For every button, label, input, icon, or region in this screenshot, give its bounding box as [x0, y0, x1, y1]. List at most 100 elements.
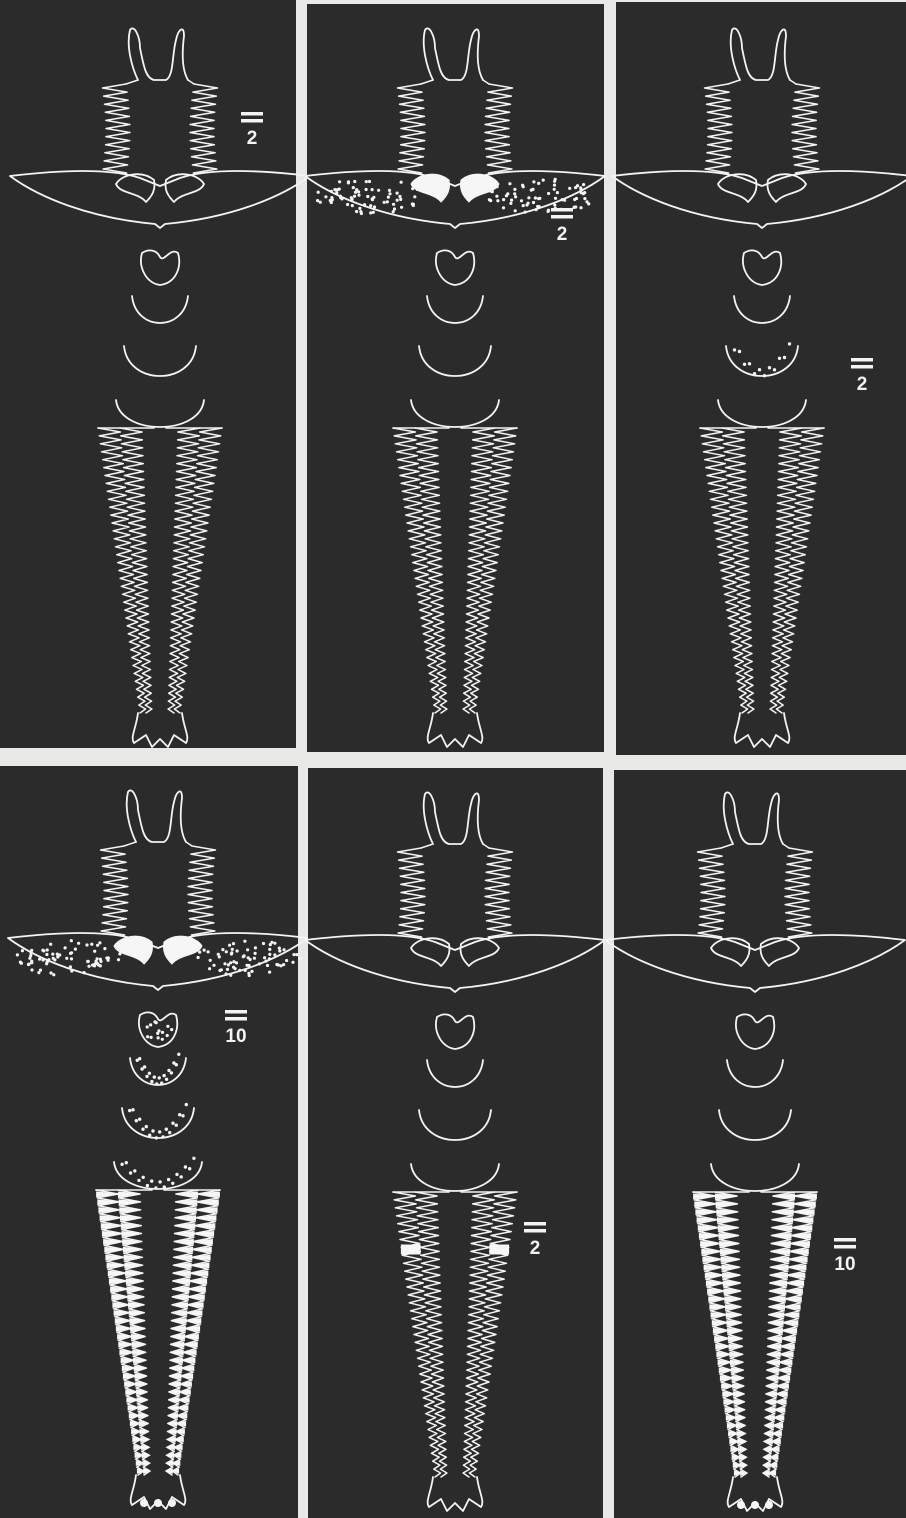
stipple-dot: [366, 195, 369, 198]
stipple-dot: [27, 963, 30, 966]
stipple-dot: [158, 1076, 161, 1079]
stipple-dot: [229, 974, 232, 977]
stipple-dot: [232, 966, 235, 969]
stipple-dot: [146, 1025, 149, 1028]
stipple-dot: [534, 196, 537, 199]
stipple-dot: [154, 1186, 157, 1189]
stipple-dot: [368, 180, 371, 183]
stipple-dot: [553, 204, 556, 207]
stipple-dot: [197, 956, 200, 959]
stipple-dot: [509, 202, 512, 205]
stipple-dot: [209, 959, 212, 962]
stipple-dot: [254, 946, 257, 949]
panel-top-middle: 2: [305, 4, 605, 752]
stipple-dot: [49, 943, 52, 946]
stipple-dot: [583, 197, 586, 200]
stipple-dot: [148, 1134, 151, 1137]
stipple-dot: [146, 1035, 149, 1038]
scale-bar: [241, 119, 263, 123]
stipple-dot: [542, 179, 545, 182]
stipple-dot: [354, 191, 357, 194]
stipple-dot: [162, 1074, 165, 1077]
stipple-dot: [143, 1065, 146, 1068]
stipple-dot: [753, 372, 756, 375]
stipple-dot: [120, 1163, 123, 1166]
stipple-dot: [250, 970, 253, 973]
stipple-dot: [399, 198, 402, 201]
stipple-dot: [235, 961, 238, 964]
stipple-dot: [171, 1122, 174, 1125]
stipple-dot: [77, 942, 80, 945]
stipple-dot: [99, 958, 102, 961]
stipple-dot: [733, 348, 736, 351]
stipple-dot: [58, 953, 61, 956]
stipple-dot: [268, 957, 271, 960]
stipple-dot: [514, 195, 517, 198]
stipple-dot: [510, 199, 513, 202]
stipple-dot: [398, 195, 401, 198]
stipple-dot: [170, 1071, 173, 1074]
stipple-dot: [324, 195, 327, 198]
stipple-dot: [508, 182, 511, 185]
stipple-dot: [273, 942, 276, 945]
stipple-dot: [273, 953, 276, 956]
stipple-dot: [64, 946, 67, 949]
stipple-dot: [135, 1119, 138, 1122]
stipple-dot: [387, 196, 390, 199]
stipple-dot: [70, 969, 73, 972]
stipple-dot: [585, 200, 588, 203]
scale-bar: [241, 112, 263, 116]
stipple-dot: [282, 948, 285, 951]
stipple-dot: [319, 201, 322, 204]
stipple-dot: [535, 208, 538, 211]
stipple-dot: [505, 194, 508, 197]
stipple-dot: [574, 186, 577, 189]
stipple-dot: [170, 1028, 173, 1031]
stipple-dot: [502, 206, 505, 209]
stipple-dot: [365, 188, 368, 191]
stipple-dot: [579, 206, 582, 209]
stipple-dot: [156, 1032, 159, 1035]
stipple-dot: [295, 953, 298, 956]
stipple-dot: [278, 949, 281, 952]
stipple-dot: [146, 1184, 149, 1187]
stipple-dot: [39, 969, 42, 972]
panel-bottom-middle: 2: [305, 768, 605, 1518]
scale-bar: [551, 208, 573, 212]
stipple-dot: [488, 198, 491, 201]
stipple-dot: [228, 944, 231, 947]
stipple-dot: [167, 1178, 170, 1181]
stipple-dot: [225, 972, 228, 975]
stipple-dot: [208, 967, 211, 970]
stipple-dot: [157, 1036, 160, 1039]
stipple-dot: [138, 1118, 141, 1121]
stipple-dot: [536, 205, 539, 208]
stipple-dot: [285, 959, 288, 962]
stipple-dot: [142, 1176, 145, 1179]
stipple-dot: [227, 963, 230, 966]
stipple-dot: [502, 198, 505, 201]
stipple-dot: [522, 185, 525, 188]
stipple-dot: [181, 1114, 184, 1117]
stipple-dot: [221, 948, 224, 951]
stipple-dot: [413, 195, 416, 198]
stipple-dot: [161, 1135, 164, 1138]
stipple-dot: [161, 1031, 164, 1034]
stipple-dot: [52, 957, 55, 960]
stipple-dot: [92, 963, 95, 966]
stipple-dot: [263, 956, 266, 959]
stipple-dot: [532, 201, 535, 204]
stipple-dot: [583, 191, 586, 194]
stipple-dot: [236, 949, 239, 952]
stipple-dot: [168, 1131, 171, 1134]
stipple-dot: [49, 971, 52, 974]
stipple-dot: [21, 949, 24, 952]
stipple-dot: [141, 1128, 144, 1131]
stipple-dot: [372, 211, 375, 214]
stipple-dot: [51, 953, 54, 956]
scale-label: 2: [530, 1238, 541, 1259]
stipple-dot: [396, 199, 399, 202]
stipple-dot: [70, 957, 73, 960]
stipple-dot: [28, 957, 31, 960]
stipple-dot: [547, 209, 550, 212]
